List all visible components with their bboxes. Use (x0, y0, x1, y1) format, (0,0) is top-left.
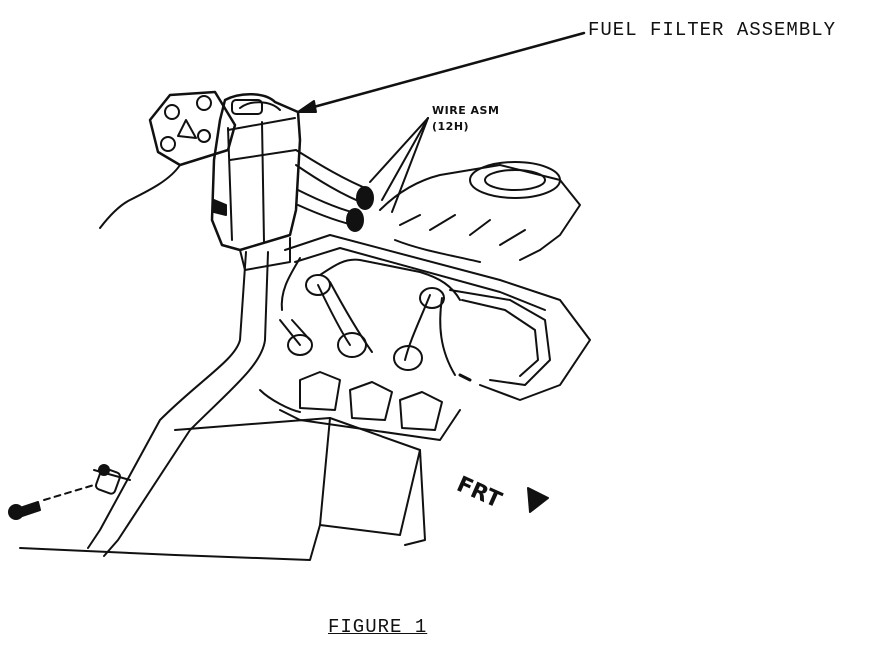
injector-lines (279, 258, 472, 382)
wire-asm-leaders (369, 117, 429, 213)
fuel-filter-label: FUEL FILTER ASSEMBLY (588, 19, 837, 41)
figure-caption: FIGURE 1 (328, 616, 428, 638)
engine-bracket (19, 409, 461, 561)
filter-hoses (295, 149, 374, 232)
fuel-line-tube (87, 251, 269, 557)
engine-valve-cover (280, 234, 591, 401)
wire-asm-code-label: (12H) (432, 120, 470, 133)
intake-manifold (379, 161, 581, 263)
mounting-bolt (8, 484, 95, 520)
fuel-filter-leader (297, 31, 586, 113)
mounting-bracket (99, 90, 237, 229)
wire-asm-label: WIRE ASM (432, 104, 500, 117)
cylinder-ports (259, 371, 443, 431)
fuel-filter-body (210, 93, 302, 271)
front-arrow-icon (527, 487, 549, 513)
